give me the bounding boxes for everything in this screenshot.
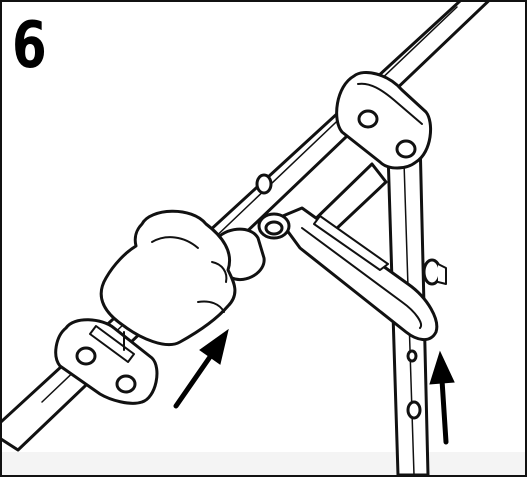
push-arrow-right-shaft	[439, 377, 449, 445]
hand-finger-1	[151, 236, 199, 249]
push-arrow-right-head	[429, 350, 455, 385]
latch-wire	[276, 206, 439, 341]
push-arrow-left-head	[199, 328, 229, 365]
step-number: 6	[12, 9, 47, 83]
top-hinge-inner	[357, 82, 423, 125]
latch-wire-inner	[301, 227, 422, 329]
rivet-upper	[255, 173, 273, 195]
leg-hole-2	[406, 349, 418, 363]
lower-hinge-hole-2	[115, 374, 137, 394]
top-hinge-hole-1	[357, 109, 379, 129]
hand-finger-3	[197, 300, 225, 313]
lower-hinge-slot	[89, 325, 135, 363]
top-hinge-hole-2	[395, 139, 417, 159]
lower-hinge-hole-1	[75, 346, 97, 366]
leg-hole-1	[406, 400, 422, 420]
pivot-bolt-inner	[264, 220, 284, 236]
push-arrow-left-shaft	[173, 351, 215, 409]
hand-grip	[99, 209, 237, 347]
rivet-leg-cap	[437, 263, 447, 285]
latch-slot	[313, 215, 389, 271]
bottom-band	[2, 452, 525, 475]
hand-finger-2	[211, 261, 228, 283]
